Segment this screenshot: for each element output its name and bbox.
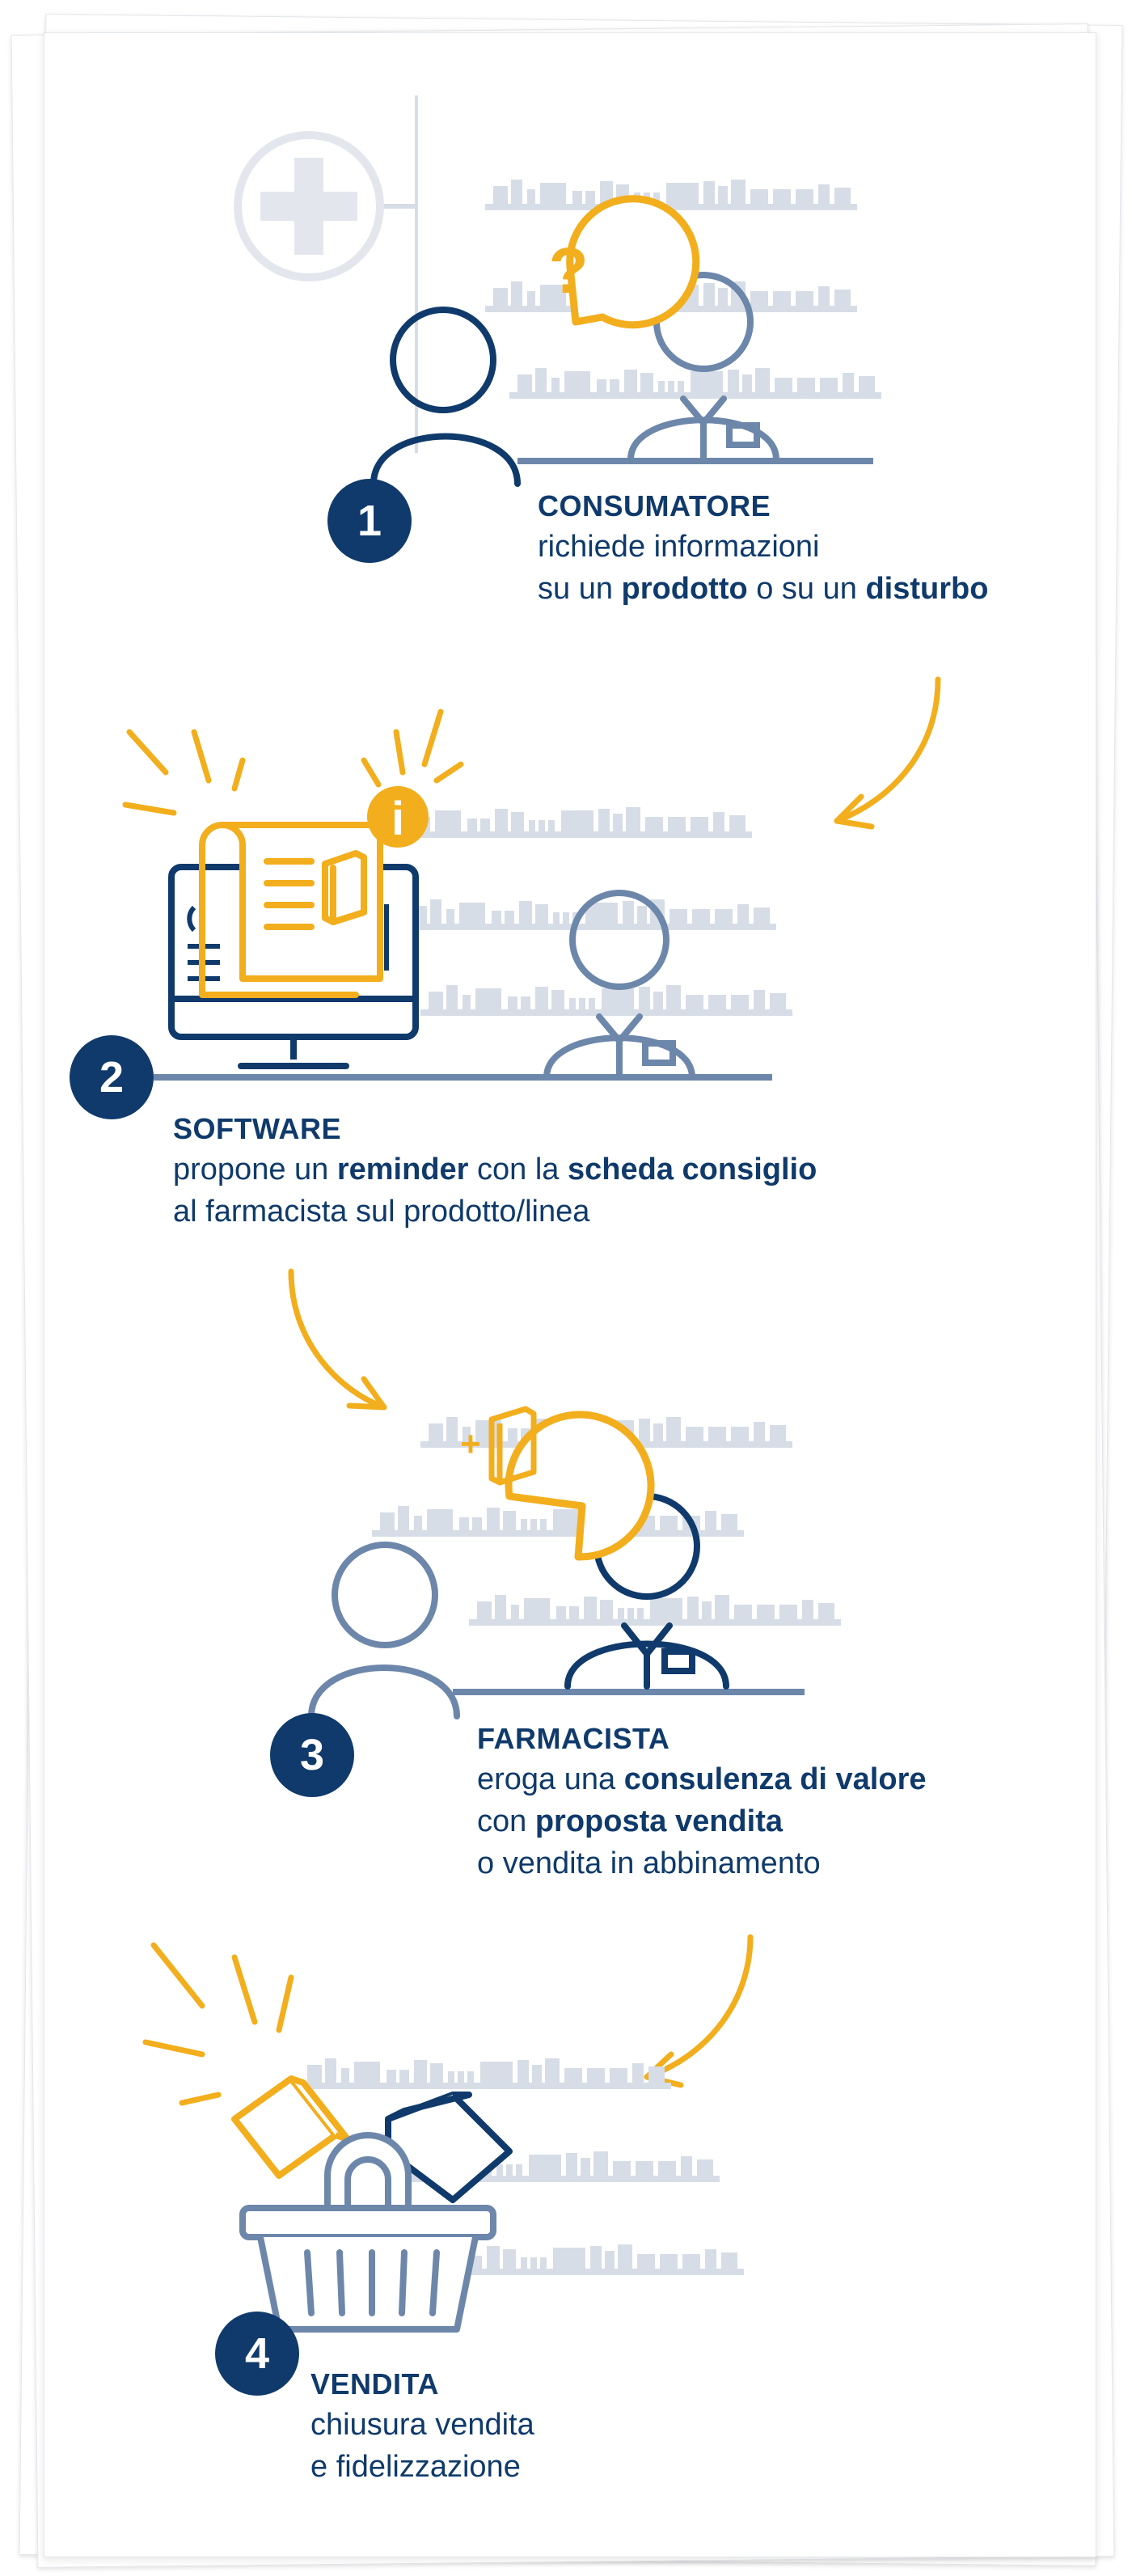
step-1-title: CONSUMATORE (538, 489, 771, 522)
step-4-line-2: e fidelizzazione (310, 2450, 521, 2484)
step-4-illustration (142, 1942, 744, 2333)
shopping-basket-icon (239, 2205, 496, 2333)
bottle-icon (324, 2132, 412, 2212)
svg-text:?: ? (549, 235, 589, 307)
alert-rays-icon (142, 1942, 294, 2106)
svg-text:i: i (391, 793, 404, 845)
step-3-line-2: con proposta vendita (477, 1804, 783, 1838)
question-bubble-icon: ? (549, 195, 700, 329)
step-2-number-badge: 2 (70, 1035, 154, 1119)
svg-text:+: + (460, 1424, 481, 1464)
step-1-line-1: richiede informazioni (538, 530, 820, 564)
step-1-illustration: ? (234, 95, 881, 487)
step-3-line-3: o vendita in abbinamento (477, 1846, 821, 1880)
step-2-description: SOFTWARE propone un reminder con la sche… (173, 1110, 817, 1233)
flow-arrow-3 (644, 1934, 754, 2088)
step-3-title: FARMACISTA (477, 1722, 670, 1755)
step-2-line-1: propone un reminder con la scheda consig… (173, 1153, 817, 1186)
step-2-illustration: i (122, 709, 792, 1081)
customer-icon (308, 1542, 460, 1719)
flow-arrow-2 (288, 1268, 387, 1411)
advice-sheet-icon (199, 822, 383, 998)
step-3-description: FARMACISTA eroga una consulenza di valor… (477, 1719, 927, 1884)
paper-sheet-front (44, 32, 1096, 2557)
step-1-description: CONSUMATORE richiede informazioni su un … (538, 487, 988, 610)
step-4-line-1: chiusura vendita (310, 2408, 534, 2442)
step-1-line-2: su un prodotto o su un disturbo (538, 572, 989, 606)
step-2-title: SOFTWARE (173, 1112, 341, 1145)
pharmacy-cross-sign-icon (234, 131, 384, 281)
step-4-title: VENDITA (310, 2367, 439, 2400)
step-3-illustration: + (308, 1406, 841, 1719)
customer-icon (370, 307, 521, 487)
product-bubble-icon: + (460, 1406, 655, 1561)
step-4-description: VENDITA chiusura vendita e fidelizzazion… (310, 2365, 534, 2488)
product-box-yellow-icon (231, 2075, 351, 2179)
flow-arrow-1 (834, 676, 941, 830)
alert-rays-icon (122, 709, 464, 816)
step-3-number-badge: 3 (270, 1713, 354, 1797)
step-1-number-badge: 1 (327, 479, 412, 563)
step-2-line-2: al farmacista sul prodotto/linea (173, 1195, 590, 1229)
step-4-number-badge: 4 (215, 2312, 299, 2396)
step-3-line-1: eroga una consulenza di valore (477, 1762, 927, 1796)
info-badge-icon: i (367, 786, 429, 848)
